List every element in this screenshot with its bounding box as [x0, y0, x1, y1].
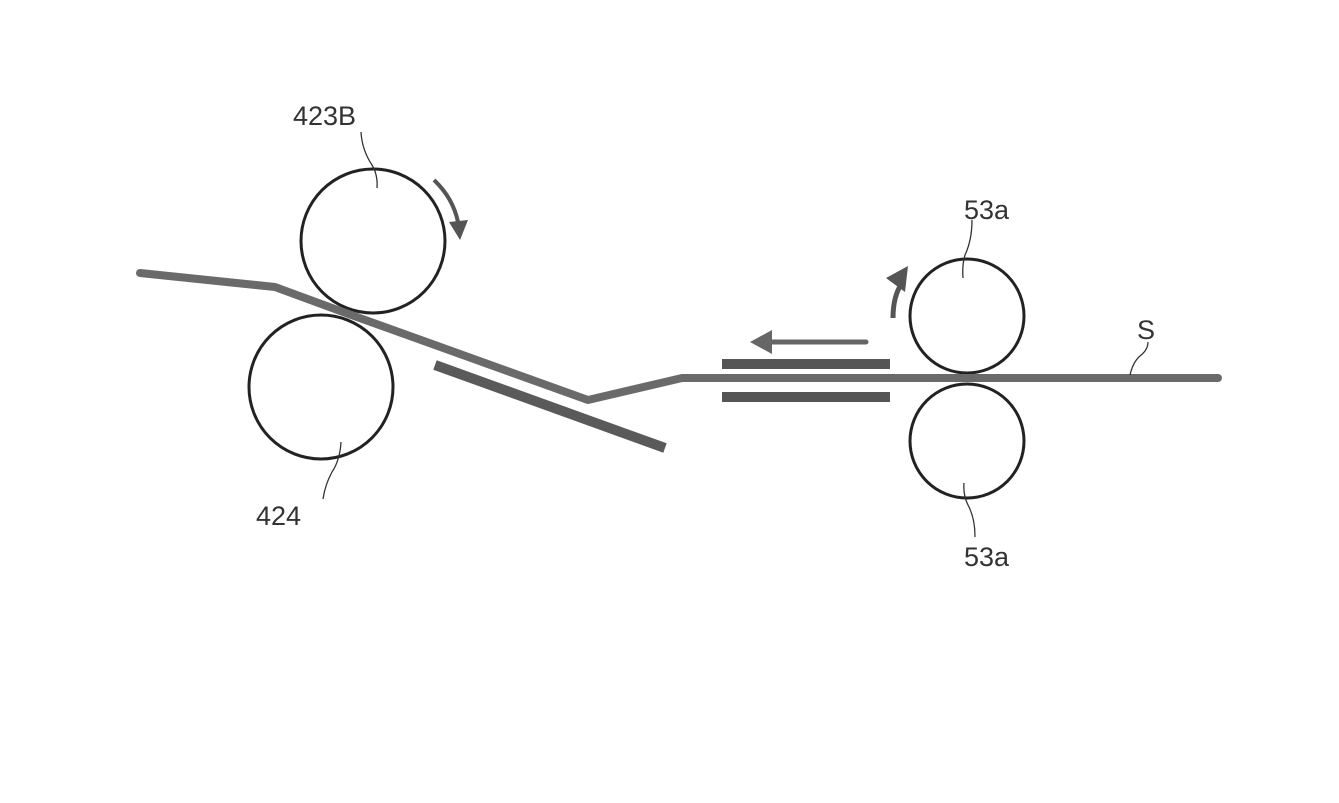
- upper-guide-plate: [722, 359, 890, 369]
- rotation-arrow-53a-icon: [886, 266, 908, 319]
- roller-424: [247, 313, 395, 461]
- roller-53a-upper: [908, 257, 1026, 375]
- roller-53a-lower: [908, 382, 1026, 500]
- sheet-path: [136, 269, 1222, 404]
- label-53a-lower: 53a: [964, 542, 1010, 572]
- leader-line-S: [1129, 341, 1149, 376]
- leader-line-423B: [360, 131, 378, 189]
- leader-line-424: [322, 441, 342, 500]
- rotation-arrow-423B-icon: [432, 178, 468, 240]
- label-53a-upper: 53a: [964, 195, 1010, 225]
- lower-guide-plate: [722, 392, 890, 402]
- label-sheet-S: S: [1137, 315, 1156, 345]
- transport-direction-arrow-icon: [750, 330, 869, 354]
- leader-line-53a-lower: [963, 482, 976, 538]
- label-424: 424: [256, 501, 302, 531]
- inclined-guide-plate: [433, 360, 667, 453]
- leader-line-53a-upper: [962, 219, 973, 279]
- roller-423B: [299, 167, 447, 315]
- label-423B: 423B: [293, 101, 357, 131]
